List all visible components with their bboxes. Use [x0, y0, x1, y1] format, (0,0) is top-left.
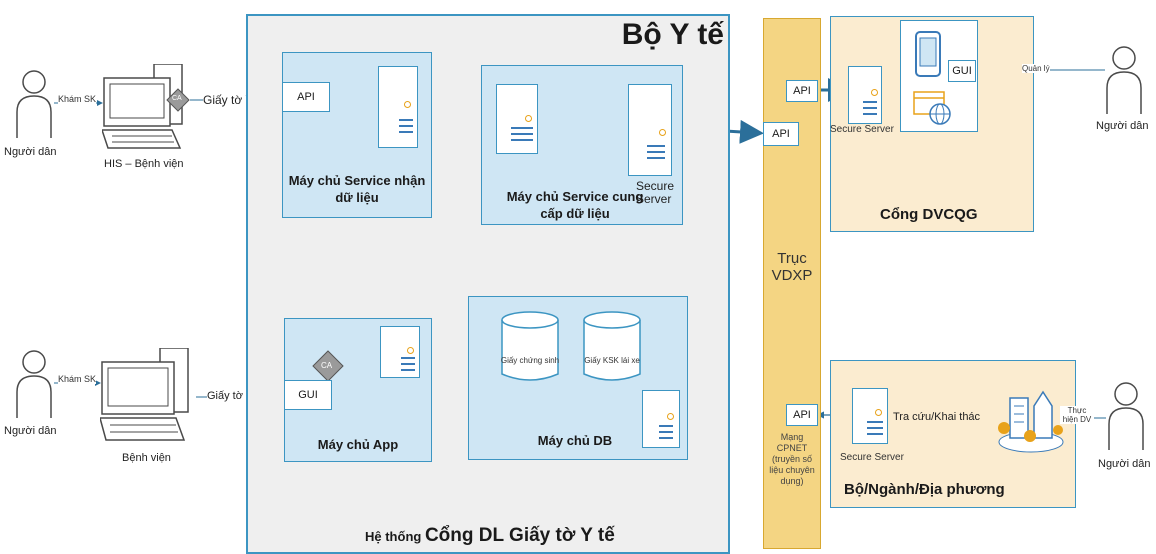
- ministry-title: Bộ/Ngành/Địa phương: [844, 481, 1005, 498]
- ca-diamond-icon: [166, 88, 190, 112]
- ministry-secure-label: Secure Server: [840, 452, 904, 463]
- phone-icon: [915, 31, 941, 77]
- server-icon: [380, 326, 420, 378]
- secure-server-icon: [852, 388, 888, 444]
- ca-label: CA: [172, 95, 182, 102]
- person-label: Người dân: [1096, 120, 1149, 132]
- footer-small: Hệ thống: [365, 529, 422, 544]
- app-label: Máy chủ App: [317, 437, 399, 452]
- computer-icon: [100, 348, 189, 441]
- footer-big: Cổng DL Giấy tờ Y tế: [424, 525, 615, 546]
- person-icon: [16, 350, 52, 418]
- dvcqg-gui: GUI: [948, 60, 976, 82]
- receive-label: Máy chủ Service nhận dữ liệu: [288, 173, 426, 205]
- web-globe-icon: [913, 91, 951, 125]
- person-icon: [16, 70, 52, 138]
- dvcqg-secure-label: Secure Server: [830, 124, 894, 135]
- secure-server-label: Secure Server: [636, 179, 675, 206]
- server-icon: [378, 66, 418, 148]
- service-label: Thực hiện DV: [1060, 406, 1094, 424]
- db1-label: Giấy chứng sinh: [500, 356, 560, 365]
- person-label: Người dân: [1098, 458, 1151, 470]
- provide-label: Máy chủ Service cung cấp dữ liệu: [506, 189, 644, 221]
- main-title: Bộ Y tế: [621, 18, 724, 51]
- db2-label: Giấy KSK lái xe: [584, 356, 640, 365]
- vdxp-axis: [763, 18, 821, 549]
- person-icon: [1108, 382, 1144, 450]
- hospital-label: Bệnh viện: [122, 452, 171, 464]
- app-gui: GUI: [284, 380, 332, 410]
- dvcqg-title: Cổng DVCQG: [880, 206, 978, 223]
- secure-server-icon: [848, 66, 882, 124]
- server-icon: [642, 390, 680, 448]
- city-icon: [998, 390, 1064, 453]
- axis-api: API: [763, 122, 799, 146]
- database-icon: [583, 311, 641, 381]
- main-footer: Hệ thống Cổng DL Giấy tờ Y tế: [365, 525, 615, 547]
- person-icon: [1106, 46, 1142, 114]
- manage-label: Quản lý: [1022, 64, 1050, 73]
- axis-title-line1: Trục: [777, 250, 807, 267]
- his-label: HIS – Bệnh viện: [104, 158, 184, 170]
- person-label: Người dân: [4, 146, 57, 158]
- receive-api: API: [282, 82, 330, 112]
- person-label: Người dân: [4, 425, 57, 437]
- axis-api: API: [786, 404, 818, 426]
- ca-label: CA: [321, 361, 333, 370]
- db-label: Máy chủ DB: [537, 433, 613, 448]
- database-icon: [501, 311, 559, 381]
- axis-title-line2: VDXP: [771, 267, 813, 284]
- axis-api: API: [786, 80, 818, 102]
- server-icon: [496, 84, 538, 154]
- checkup-label: Khám SK: [58, 374, 97, 384]
- lookup-label: Tra cứu/Khai thác: [893, 411, 981, 423]
- axis-note: Mạng CPNET (truyền số liệu chuyên dụng): [769, 432, 815, 486]
- axis-title: Trục VDXP: [768, 250, 816, 284]
- secure-server-icon: [628, 84, 672, 176]
- checkup-label: Khám SK: [58, 94, 97, 104]
